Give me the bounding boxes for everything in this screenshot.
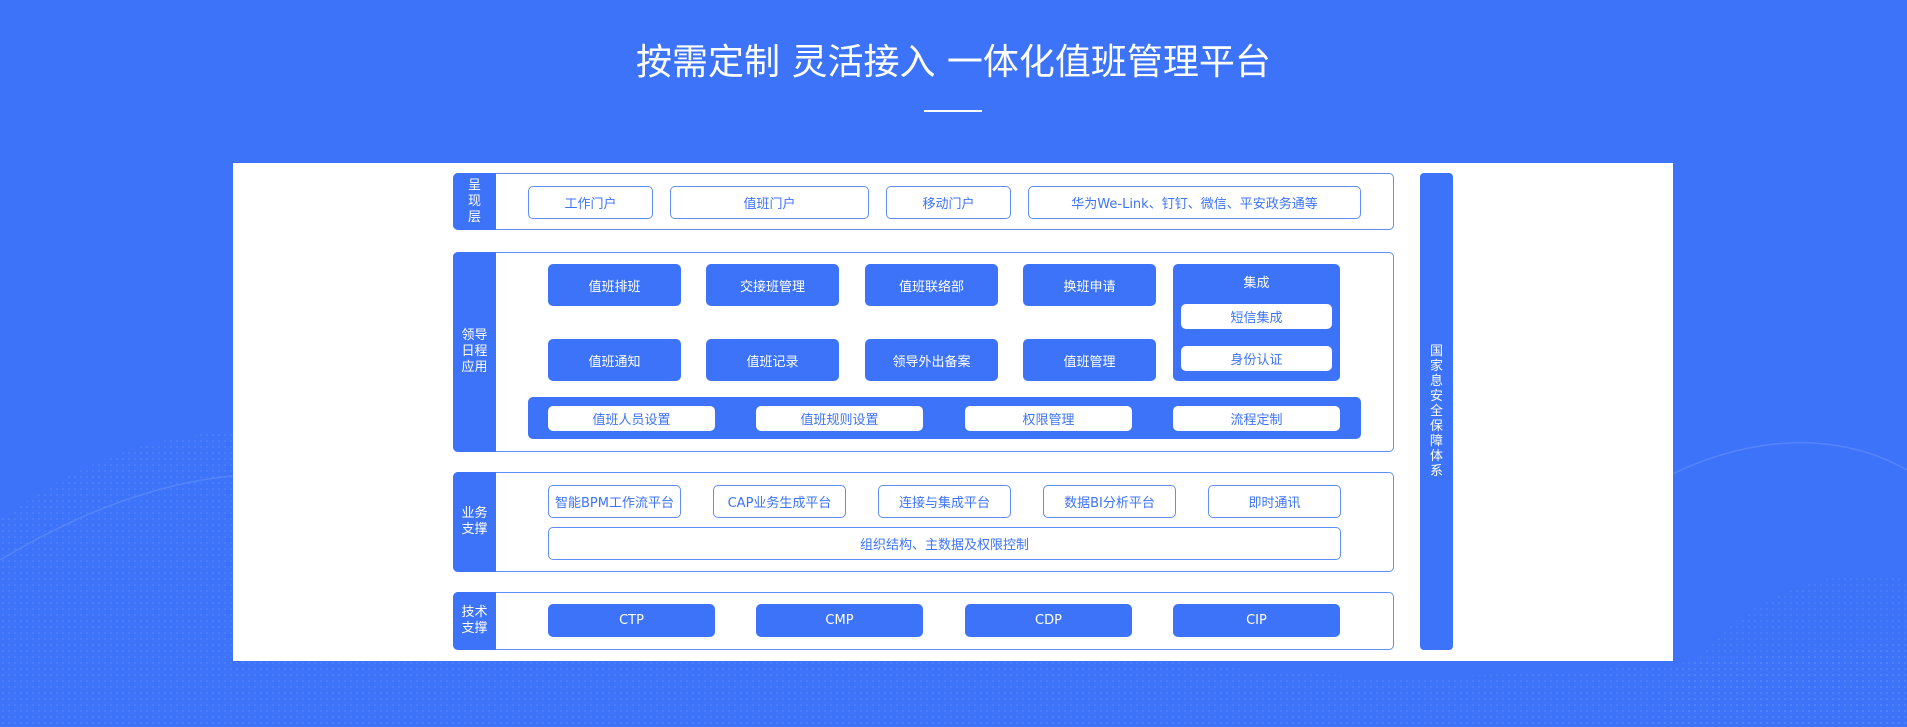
cip-button[interactable]: CIP <box>1173 604 1340 637</box>
duty-rules-settings-button[interactable]: 值班规则设置 <box>756 406 923 431</box>
duty-scheduling-button[interactable]: 值班排班 <box>548 264 681 306</box>
integration-title: 集成 <box>1243 276 1270 291</box>
org-master-data-button[interactable]: 组织结构、主数据及权限控制 <box>548 527 1341 560</box>
architecture-panel: 呈现层 工作门户 值班门户 移动门户 华为We-Link、钉钉、微信、平安政务通… <box>233 163 1673 661</box>
instant-messaging-button[interactable]: 即时通讯 <box>1208 485 1341 518</box>
ctp-button[interactable]: CTP <box>548 604 715 637</box>
presentation-layer-label: 呈现层 <box>453 173 496 230</box>
sms-integration-button[interactable]: 短信集成 <box>1181 304 1332 329</box>
bpm-platform-button[interactable]: 智能BPM工作流平台 <box>548 485 681 518</box>
cap-platform-button[interactable]: CAP业务生成平台 <box>713 485 846 518</box>
page-title: 按需定制 灵活接入 一体化值班管理平台 <box>636 42 1271 83</box>
business-support-layer-label: 业务支撑 <box>453 472 496 572</box>
duty-record-button[interactable]: 值班记录 <box>706 339 839 381</box>
cdp-button[interactable]: CDP <box>965 604 1132 637</box>
application-layer-label: 领导日程应用 <box>453 252 496 452</box>
integration-platform-button[interactable]: 连接与集成平台 <box>878 485 1011 518</box>
duty-contacts-button[interactable]: 值班联络部 <box>865 264 998 306</box>
duty-management-button[interactable]: 值班管理 <box>1023 339 1156 381</box>
security-system-bar: 国家息安全保障体系 <box>1420 173 1453 650</box>
duty-portal-button[interactable]: 值班门户 <box>670 186 869 219</box>
application-layer: 领导日程应用 值班排班 交接班管理 值班联络部 换班申请 值班通知 值班记录 领… <box>453 252 1394 452</box>
shift-handover-button[interactable]: 交接班管理 <box>706 264 839 306</box>
bi-analytics-platform-button[interactable]: 数据BI分析平台 <box>1043 485 1176 518</box>
mobile-portal-button[interactable]: 移动门户 <box>886 186 1011 219</box>
integration-group: 集成 短信集成 身份认证 <box>1173 264 1340 381</box>
cmp-button[interactable]: CMP <box>756 604 923 637</box>
duty-notice-button[interactable]: 值班通知 <box>548 339 681 381</box>
technical-support-layer-label: 技术支撑 <box>453 592 496 650</box>
workflow-customization-button[interactable]: 流程定制 <box>1173 406 1340 431</box>
presentation-layer: 呈现层 工作门户 值班门户 移动门户 华为We-Link、钉钉、微信、平安政务通… <box>453 173 1394 230</box>
duty-staff-settings-button[interactable]: 值班人员设置 <box>548 406 715 431</box>
permission-management-button[interactable]: 权限管理 <box>965 406 1132 431</box>
work-portal-button[interactable]: 工作门户 <box>528 186 653 219</box>
leader-outing-filing-button[interactable]: 领导外出备案 <box>865 339 998 381</box>
title-underline <box>924 110 982 112</box>
technical-support-layer: 技术支撑 CTP CMP CDP CIP <box>453 592 1394 650</box>
identity-auth-button[interactable]: 身份认证 <box>1181 346 1332 371</box>
business-support-layer: 业务支撑 智能BPM工作流平台 CAP业务生成平台 连接与集成平台 数据BI分析… <box>453 472 1394 572</box>
shift-swap-request-button[interactable]: 换班申请 <box>1023 264 1156 306</box>
settings-strip: 值班人员设置 值班规则设置 权限管理 流程定制 <box>528 397 1361 439</box>
third-party-portal-button[interactable]: 华为We-Link、钉钉、微信、平安政务通等 <box>1028 186 1361 219</box>
